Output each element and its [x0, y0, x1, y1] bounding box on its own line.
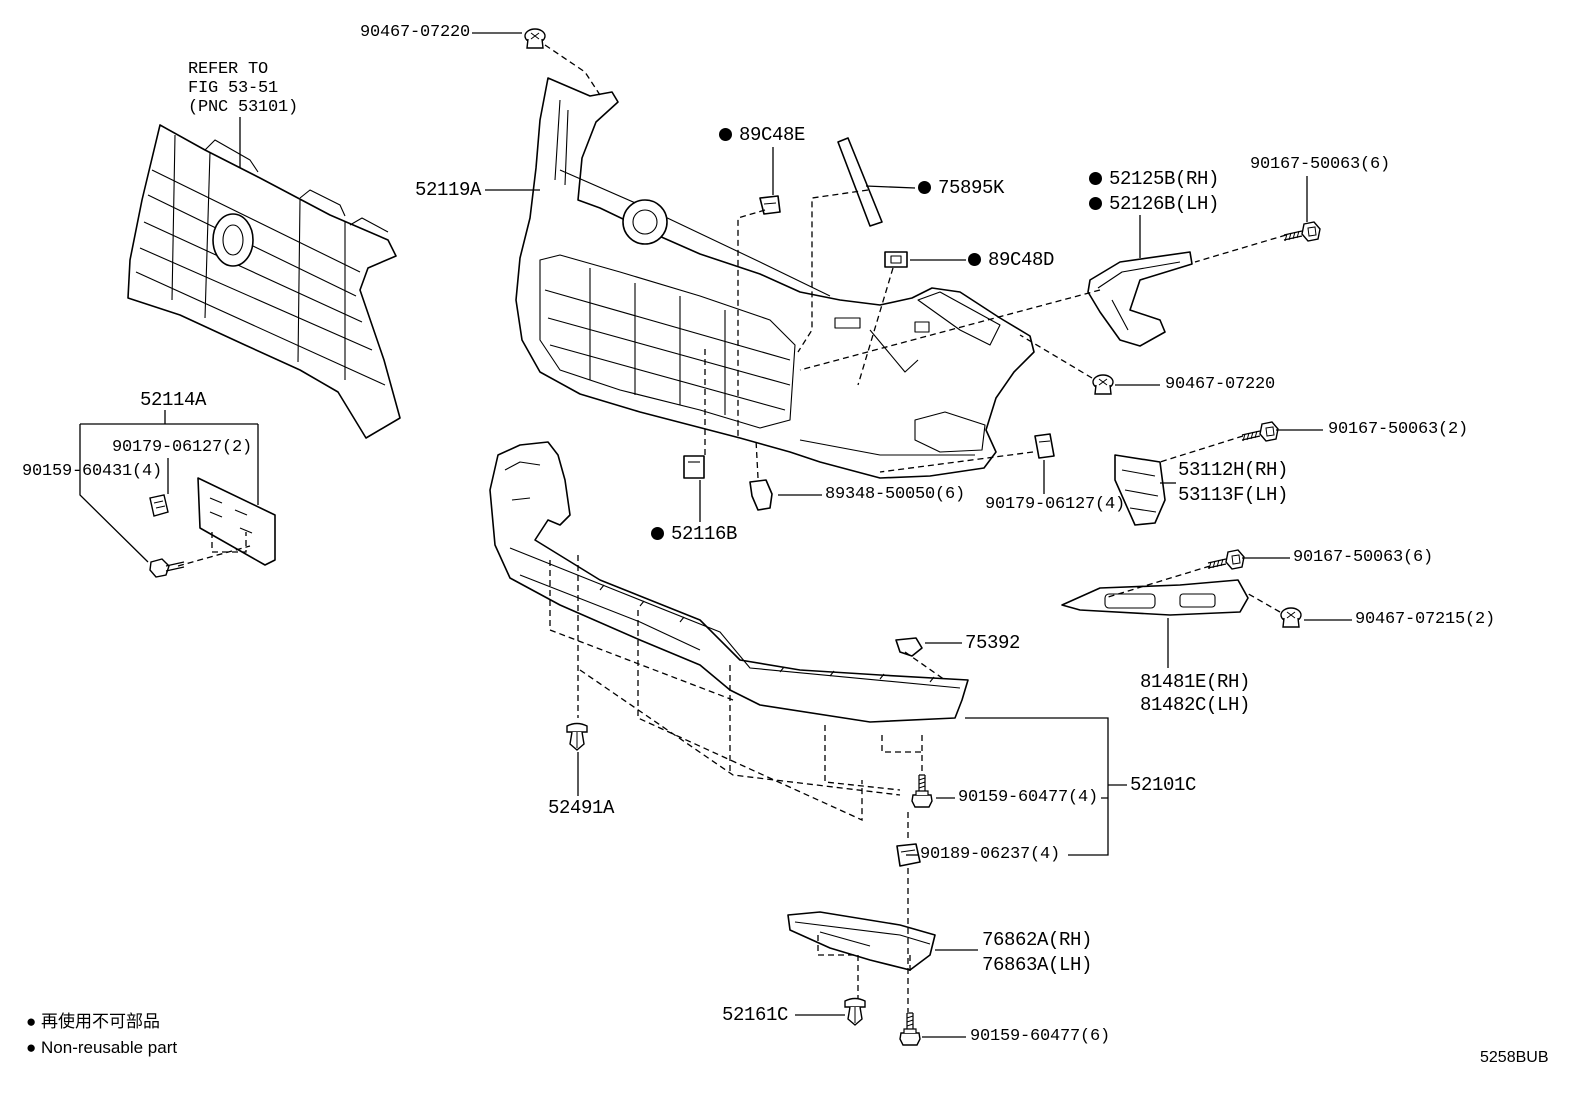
- clip-52491a-icon: [566, 722, 588, 751]
- bolt-90167-50063-fog-icon: [1207, 549, 1245, 570]
- callout-52126B[interactable]: 52126B(LH): [1109, 193, 1220, 215]
- callout-76863A[interactable]: 76863A(LH): [982, 954, 1093, 976]
- callout-89C48D[interactable]: 89C48D: [988, 249, 1055, 271]
- legend-marker: ●: [26, 1012, 37, 1031]
- reference-note-line: REFER TO: [188, 60, 269, 79]
- callout-89C48E[interactable]: 89C48E: [739, 124, 806, 146]
- front-bumper-cover: [515, 77, 1035, 479]
- callout-52161C[interactable]: 52161C: [722, 1004, 789, 1026]
- legend-marker: ●: [26, 1038, 37, 1057]
- lower-spoiler: [489, 441, 969, 723]
- callout-75392[interactable]: 75392: [965, 632, 1021, 654]
- emblem-mount-icon: [622, 199, 668, 245]
- moulding-strip-75895k: [837, 137, 883, 227]
- callout-53112H[interactable]: 53112H(RH): [1178, 459, 1289, 481]
- retainer-89c48d-icon: [884, 251, 908, 268]
- emblem-75392-icon: [895, 637, 923, 657]
- callout-52119A[interactable]: 52119A: [415, 179, 482, 201]
- callout-90179-06127-side[interactable]: 90179-06127(4): [985, 495, 1126, 514]
- callout-90467-07215[interactable]: 90467-07215(2): [1355, 610, 1496, 629]
- fog-cover-81481e: [1061, 579, 1249, 616]
- callout-90167-50063-fog[interactable]: 90167-50063(6): [1293, 548, 1434, 567]
- callout-90159-60477-lower[interactable]: 90159-60477(4): [958, 788, 1099, 807]
- emblem-icon: [212, 213, 254, 267]
- callout-90159-60431[interactable]: 90159-60431(4): [22, 462, 163, 481]
- callout-52491A[interactable]: 52491A: [548, 797, 615, 819]
- screw-90159-60477-bottom-icon: [899, 1012, 921, 1046]
- reference-note-line: (PNC 53101): [188, 98, 299, 117]
- retainer-52116b-icon: [683, 455, 705, 479]
- clip-90467-07220-top-icon: [524, 28, 546, 49]
- legend-text-ja: 再使用不可部品: [41, 1012, 161, 1031]
- sensor-clip-89348-icon: [749, 479, 773, 511]
- non-reusable-marker: [918, 181, 931, 194]
- non-reusable-marker: [1089, 197, 1102, 210]
- non-reusable-marker: [651, 527, 664, 540]
- radiator-grille: [127, 124, 401, 439]
- callout-90167-50063-side[interactable]: 90167-50063(2): [1328, 420, 1469, 439]
- callout-76862A[interactable]: 76862A(RH): [982, 929, 1093, 951]
- clip-90467-07215-icon: [1280, 607, 1302, 628]
- legend-text-en: Non-reusable part: [41, 1038, 178, 1057]
- reference-note: REFER TO FIG 53-51 (PNC 53101): [188, 60, 298, 117]
- callout-81482C[interactable]: 81482C(LH): [1140, 694, 1251, 716]
- fog-bracket-52125b: [1087, 251, 1193, 347]
- legend-row: ● Non-reusable part: [26, 1038, 177, 1058]
- retainer-89c48e-icon: [759, 195, 781, 215]
- callout-90159-60477-bottom[interactable]: 90159-60477(6): [970, 1027, 1111, 1046]
- callout-81481E[interactable]: 81481E(RH): [1140, 671, 1251, 693]
- screw-90159-60477-lower-icon: [911, 774, 933, 808]
- side-cover-53112h: [1114, 454, 1166, 526]
- callout-90467-07220-right[interactable]: 90467-07220: [1165, 375, 1276, 394]
- callout-52114A[interactable]: 52114A: [140, 389, 207, 411]
- callout-52101C[interactable]: 52101C: [1130, 774, 1197, 796]
- callout-53113F[interactable]: 53113F(LH): [1178, 484, 1289, 506]
- callout-89348-50050[interactable]: 89348-50050(6): [825, 485, 966, 504]
- callout-75895K[interactable]: 75895K: [938, 177, 1005, 199]
- clip-90179-06127-plate-icon: [149, 494, 169, 517]
- bolt-90167-50063-upper-icon: [1283, 221, 1321, 242]
- reference-note-line: FIG 53-51: [188, 79, 279, 98]
- callout-90467-07220-top[interactable]: 90467-07220: [360, 23, 471, 42]
- license-plate-bracket: [197, 477, 276, 566]
- clip-90467-07220-right-icon: [1092, 374, 1114, 395]
- clip-52161c-icon: [844, 997, 866, 1026]
- callout-90167-50063-upper[interactable]: 90167-50063(6): [1250, 155, 1391, 174]
- clip-90179-06127-side-icon: [1034, 433, 1055, 459]
- callout-90189-06237[interactable]: 90189-06237(4): [920, 845, 1061, 864]
- non-reusable-marker: [968, 253, 981, 266]
- callout-90179-06127-plate[interactable]: 90179-06127(2): [112, 438, 253, 457]
- bolt-90167-50063-side-icon: [1241, 421, 1279, 442]
- bolt-90159-60431-icon: [149, 558, 185, 578]
- legend-row: ● 再使用不可部品: [26, 1012, 160, 1032]
- under-cover-76862a: [787, 911, 936, 971]
- non-reusable-marker: [1089, 172, 1102, 185]
- leader-lines: [79, 32, 1352, 1038]
- callout-52116B[interactable]: 52116B: [671, 523, 738, 545]
- assembly-lines: [177, 44, 1287, 1012]
- figure-code: 5258BUB: [1480, 1049, 1549, 1066]
- callout-52125B[interactable]: 52125B(RH): [1109, 168, 1220, 190]
- non-reusable-marker: [719, 128, 732, 141]
